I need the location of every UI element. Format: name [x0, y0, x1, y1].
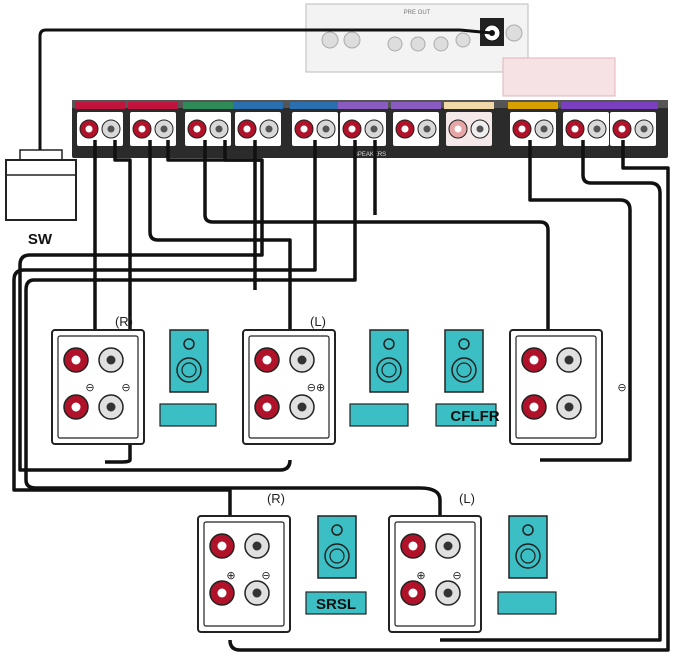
speaker-terminal-pair	[292, 112, 338, 146]
surround-right-channel-label: (R)	[267, 491, 285, 506]
center-speaker-icon	[435, 329, 497, 427]
front-left-speaker-icon	[349, 329, 409, 427]
terminal-header	[444, 102, 494, 109]
speaker-terminal-pair	[510, 112, 556, 146]
surround-left-speaker-icon	[497, 515, 557, 615]
terminal-header	[128, 102, 178, 109]
front-right-speaker-icon	[159, 329, 217, 427]
surround-speaker-tag: SRSL	[316, 596, 356, 613]
terminal-header	[508, 102, 558, 109]
speaker-terminal-pair	[340, 112, 386, 146]
surround-left-polarity-left: ⊕	[416, 569, 425, 582]
pre-out-panel: PRE OUT	[305, 3, 529, 73]
center-terminal-box	[509, 329, 603, 445]
speaker-tag-box	[159, 403, 217, 427]
speaker-terminal-pair	[393, 112, 439, 146]
pre-out-label: PRE OUT	[404, 10, 431, 16]
terminal-header	[233, 102, 283, 109]
subwoofer-label: SW	[28, 231, 53, 248]
speaker-wires	[12, 28, 670, 652]
speaker-terminal-pair	[235, 112, 281, 146]
speaker-terminal-pair	[185, 112, 231, 146]
speaker-tag-box	[497, 591, 557, 615]
terminal-header	[338, 102, 388, 109]
surround-left-terminal-box	[388, 515, 482, 633]
surround-right-polarity-right: ⊖	[261, 569, 270, 582]
terminal-header	[561, 102, 611, 109]
front-right-polarity-right: ⊖	[121, 381, 130, 394]
surround-right-speaker-icon	[305, 515, 367, 615]
terminal-header	[183, 102, 233, 109]
speaker-terminal-pair	[130, 112, 176, 146]
faded-terminal-block	[502, 57, 616, 97]
surround-left-channel-label: (L)	[459, 491, 475, 506]
terminal-header	[75, 102, 125, 109]
speaker-terminal-strip: SPEAKERS	[72, 100, 668, 158]
front-left-terminal-box	[242, 329, 336, 445]
speaker-terminal-pair	[77, 112, 123, 146]
speaker-tag-box	[435, 403, 497, 427]
speaker-terminal-pair	[563, 112, 609, 146]
subwoofer: SW	[5, 149, 77, 248]
surround-left-polarity-right: ⊖	[452, 569, 461, 582]
front-right-terminal-box	[51, 329, 145, 445]
extra-minus-symbol: ⊖	[617, 381, 626, 394]
terminal-header	[391, 102, 441, 109]
speaker-tag-box	[349, 403, 409, 427]
front-right-polarity-left: ⊖	[85, 381, 94, 394]
terminal-header	[608, 102, 658, 109]
front-left-channel-label: (L)	[310, 314, 326, 329]
surround-right-polarity-left: ⊕	[226, 569, 235, 582]
front-right-channel-label: (R)	[115, 314, 133, 329]
front-speaker-tag: CFLFR	[450, 408, 499, 425]
speakers-label: SPEAKERS	[354, 152, 386, 158]
front-left-polarity: ⊖⊕	[307, 381, 325, 394]
surround-right-terminal-box	[197, 515, 291, 633]
speaker-terminal-pair	[610, 112, 656, 146]
terminal-header	[290, 102, 340, 109]
speaker-tag-box	[305, 591, 367, 615]
speaker-terminal-pair	[446, 112, 492, 146]
